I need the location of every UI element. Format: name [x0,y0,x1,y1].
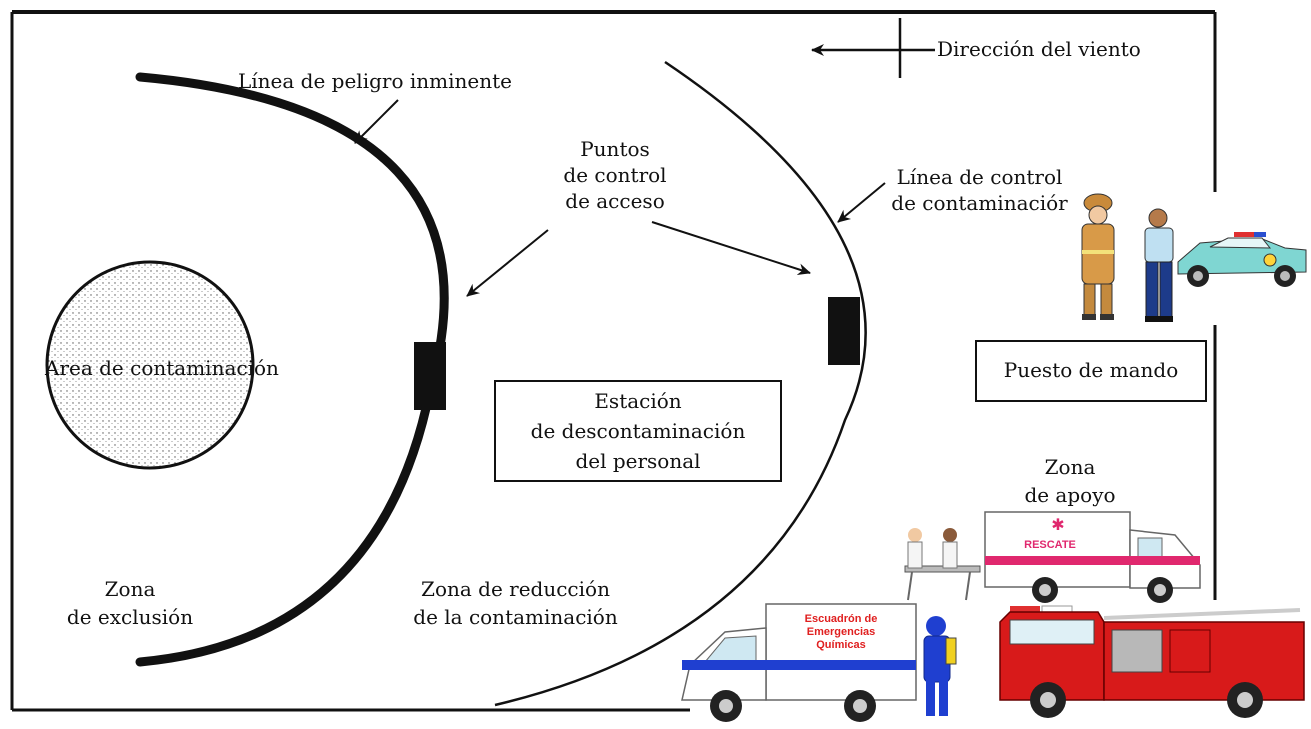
police-car-illustration [1177,232,1307,287]
firefighter-illustration [1081,193,1115,320]
contamination-control-label: Línea de control de contaminaciór [882,164,1077,216]
command-post-label: Puesto de mando [1003,358,1179,382]
access-points-line-2: de control [563,163,667,187]
decon-station-box: Estación de descontaminación del persona… [494,380,782,482]
access-points-line-1: Puntos [580,137,650,161]
support-zone-line-2: de apoyo [1024,483,1116,507]
wind-direction-label: Dirección del viento [937,37,1141,61]
access-pointer-left [466,229,549,297]
access-points-line-3: de acceso [565,189,665,213]
access-point-outer [828,297,860,365]
contamination-area-label: Area de contaminación [45,356,279,380]
decon-station-line-3: del personal [575,449,701,473]
police-officer-illustration [1144,208,1174,322]
rescue-ambulance-illustration: RESCATE ✱ [904,511,1201,603]
wind-direction-arrow [811,18,935,78]
reduction-zone-label: Zona de reducción de la contaminación [398,575,633,631]
decon-station-label: Estación de descontaminación del persona… [496,382,780,476]
contamination-control-arc [494,60,867,707]
hazmat-truck-text-1: Escuadrón de [805,613,878,625]
hazmat-truck-text-2: Emergencias [807,626,875,638]
decon-station-line-2: de descontaminación [530,419,746,443]
support-zone-label: Zona de apoyo [1000,453,1140,509]
access-point-inner [414,342,446,410]
exclusion-zone-label: Zona de exclusión [45,575,215,631]
command-post-box: Puesto de mando [975,340,1207,402]
support-zone-line-1: Zona [1044,455,1096,479]
reduction-zone-line-1: Zona de reducción [421,577,610,601]
danger-line-pointer [354,99,399,144]
imminent-danger-label: Línea de peligro inminente [238,69,512,93]
hazmat-truck-illustration: Escuadrón de Emergencias Químicas [681,603,957,722]
rescue-ambulance-text: RESCATE [1024,539,1076,551]
contamination-control-line-2: de contaminaciór [891,191,1068,215]
contamination-area-circle [45,260,255,470]
reduction-zone-line-2: de la contaminación [413,605,618,629]
decon-station-line-1: Estación [594,389,682,413]
hazmat-truck-text-3: Químicas [816,639,866,651]
contamination-control-line-1: Línea de control [896,165,1063,189]
fire-truck-illustration [999,605,1305,718]
diagram-frame [10,10,1217,712]
control-line-pointer [837,182,886,223]
access-pointer-right [651,221,811,276]
exclusion-zone-line-1: Zona [104,577,156,601]
access-points-label: Puntos de control de acceso [555,136,675,214]
exclusion-zone-line-2: de exclusión [66,605,194,629]
svg-text:✱: ✱ [1051,517,1064,534]
